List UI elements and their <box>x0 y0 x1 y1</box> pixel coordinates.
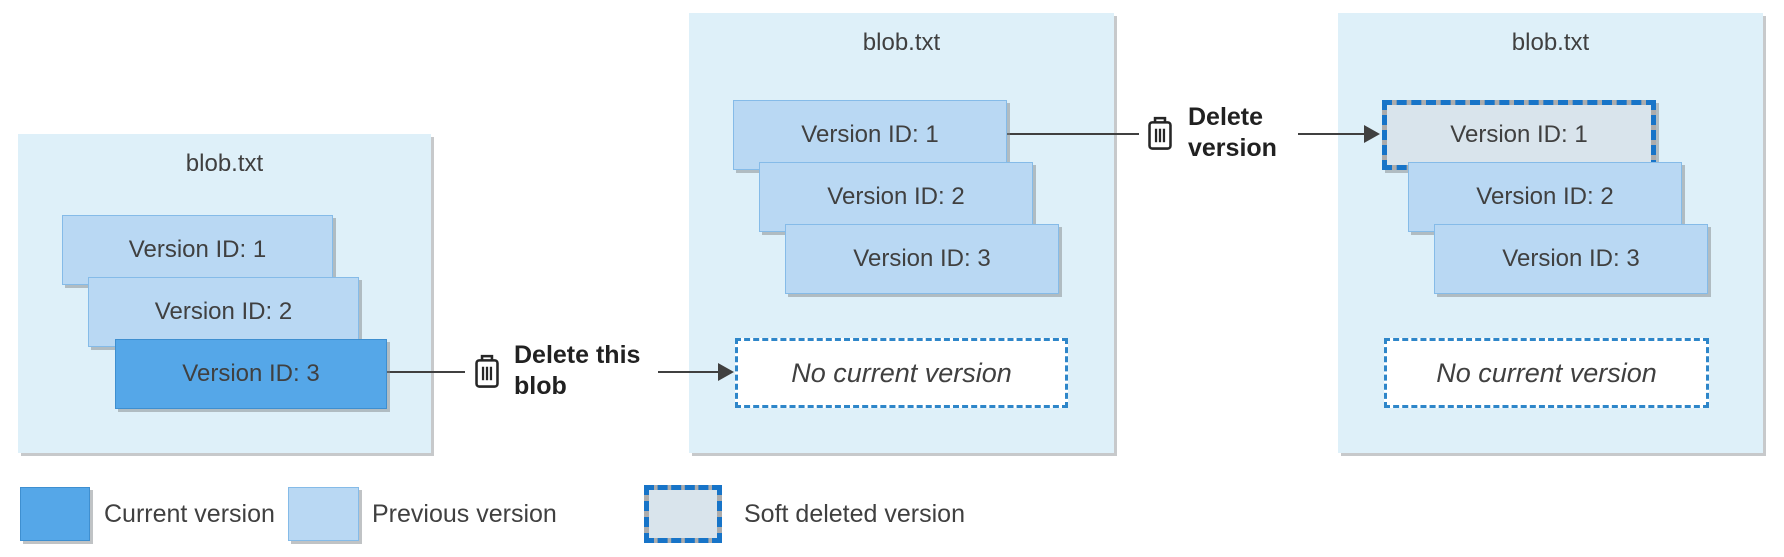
connector-line <box>1298 133 1366 135</box>
legend-label-soft-deleted: Soft deleted version <box>744 500 965 528</box>
trash-icon <box>475 354 499 388</box>
connector-line <box>1007 133 1139 135</box>
legend-label-previous: Previous version <box>372 500 557 528</box>
legend-swatch-soft-deleted-fill <box>649 490 717 538</box>
panel-before-delete: blob.txt Version ID: 1 Version ID: 2 Ver… <box>18 134 431 453</box>
arrow-head-icon <box>1364 125 1380 143</box>
no-current-version-box: No current version <box>1384 338 1709 408</box>
blob-title: blob.txt <box>862 29 941 56</box>
version-card-soft-deleted-fill: Version ID: 1 <box>1387 105 1651 165</box>
arrow-head-icon <box>718 363 734 381</box>
blob-title: blob.txt <box>185 150 264 177</box>
legend-swatch-soft-deleted <box>644 485 722 543</box>
label-line: version <box>1188 134 1277 162</box>
version-card: Version ID: 3 <box>785 224 1059 294</box>
delete-version-label: Delete version <box>1188 102 1277 164</box>
version-card: Version ID: 2 <box>88 277 359 347</box>
delete-this-blob-label: Delete this blob <box>514 340 640 402</box>
version-card-soft-deleted: Version ID: 1 <box>1382 100 1656 170</box>
version-card-current: Version ID: 3 <box>115 339 387 409</box>
version-card: Version ID: 2 <box>759 162 1033 232</box>
legend-label-current: Current version <box>104 500 275 528</box>
legend-swatch-current <box>20 487 90 541</box>
version-card: Version ID: 1 <box>733 100 1007 170</box>
label-line: Delete <box>1188 103 1264 131</box>
label-line: blob <box>514 372 567 400</box>
version-card: Version ID: 1 <box>62 215 333 285</box>
version-card: Version ID: 2 <box>1408 162 1682 232</box>
connector-line <box>658 371 720 373</box>
blob-title: blob.txt <box>1511 29 1590 56</box>
connector-line <box>387 371 465 373</box>
label-line: Delete this <box>514 341 641 369</box>
panel-after-delete-version: blob.txt Version ID: 1 Version ID: 2 Ver… <box>1338 13 1763 453</box>
version-card: Version ID: 3 <box>1434 224 1708 294</box>
panel-after-delete-blob: blob.txt Version ID: 1 Version ID: 2 Ver… <box>689 13 1114 453</box>
no-current-version-box: No current version <box>735 338 1068 408</box>
legend-swatch-previous <box>288 487 359 541</box>
trash-icon <box>1148 116 1172 150</box>
